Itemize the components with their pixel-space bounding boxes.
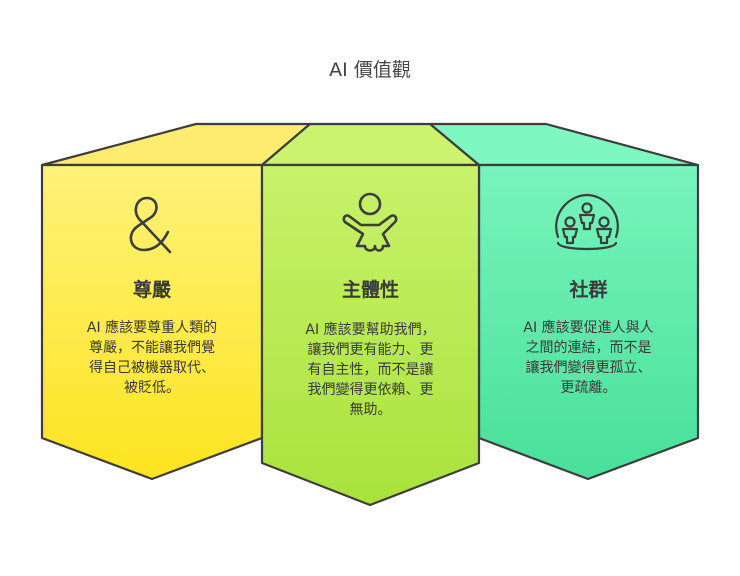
description-line: 我們變得更依賴、更 [307,382,434,398]
autonomy-block-front [260,163,481,507]
description-line: 無助。 [349,402,392,418]
dignity-column: 尊嚴 AI 應該要尊重人類的 尊嚴，不能讓我們覺 得自己被機器取代、 被貶低。 [42,275,262,398]
description-line: 得自己被機器取代、 [89,360,215,376]
dignity-heading: 尊嚴 [132,279,171,301]
ampersand-icon [129,196,172,254]
diagram-title: AI 價值觀 [329,59,411,81]
description-line: AI 應該要幫助我們， [305,322,436,338]
description-line: 被貶低。 [124,380,180,396]
dignity-block-front [40,163,264,481]
description-line: 更疏離。 [560,380,617,396]
description-line: AI 應該要尊重人類的 [86,320,218,336]
description-line: 尊嚴，不能讓我們覺 [89,340,215,356]
description-line: 讓我們更有能力、更 [307,342,434,358]
autonomy-description: AI 應該要幫助我們， 讓我們更有能力、更 有自主性，而不是讓 我們變得更依賴、… [262,320,479,420]
community-description: AI 應該要促進人與人 之間的連結，而不是 讓我們變得更孤立、 更疏離。 [479,318,698,398]
autonomy-column: 主體性 AI 應該要幫助我們， 讓我們更有能力、更 有自主性，而不是讓 我們變得… [262,275,479,420]
community-group-icon [555,193,619,251]
community-heading: 社群 [569,279,608,301]
description-line: 讓我們變得更孤立、 [525,360,652,376]
child-arms-up-icon [342,192,398,252]
community-column: 社群 AI 應該要促進人與人 之間的連結，而不是 讓我們變得更孤立、 更疏離。 [479,275,698,398]
autonomy-heading: 主體性 [341,279,399,301]
description-line: 之間的連結，而不是 [525,340,652,356]
description-line: AI 應該要促進人與人 [523,320,654,336]
dignity-description: AI 應該要尊重人類的 尊嚴，不能讓我們覺 得自己被機器取代、 被貶低。 [42,318,262,398]
description-line: 有自主性，而不是讓 [307,362,434,378]
